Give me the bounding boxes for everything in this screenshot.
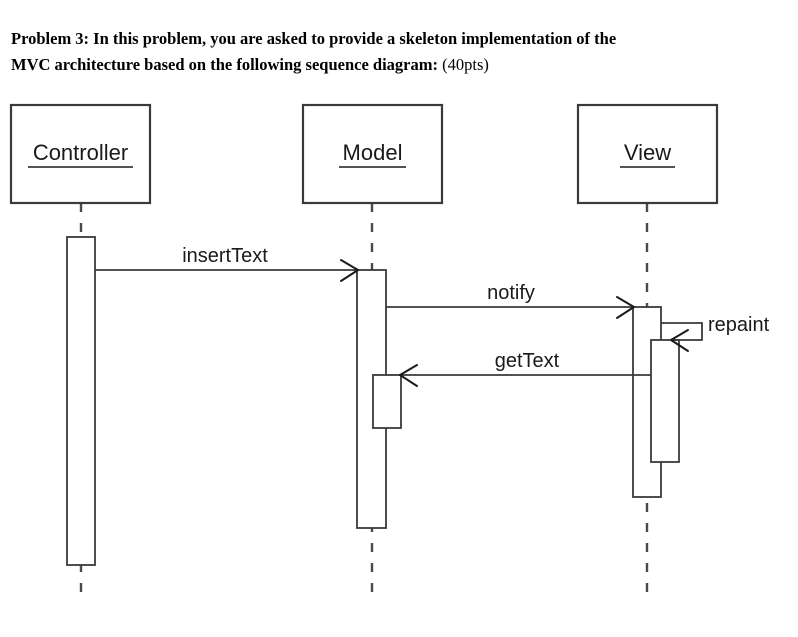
- problem-statement-line-1-text: Problem 3: In this problem, you are aske…: [11, 29, 617, 48]
- message-repaint-line: [661, 322, 703, 341]
- message-insert-text-label: insertText: [182, 245, 268, 267]
- activation-group: [66, 236, 680, 566]
- participant-box-model[interactable]: [301, 103, 444, 205]
- message-get-text[interactable]: getText: [399, 350, 651, 387]
- activation-bar-view-nested[interactable]: [650, 339, 680, 463]
- message-get-text-label: getText: [495, 350, 560, 372]
- problem-points: (40pts): [442, 55, 489, 74]
- participant-box-view[interactable]: [576, 103, 719, 205]
- message-repaint-label: repaint: [708, 314, 770, 336]
- problem-statement-line-2-text: MVC architecture based on the following …: [11, 55, 438, 74]
- participant-label-controller: Controller: [33, 140, 128, 165]
- message-insert-text-arrowhead: [340, 259, 359, 282]
- participant-view[interactable]: View: [576, 103, 719, 205]
- participant-box-controller[interactable]: [9, 103, 152, 205]
- message-repaint-arrowhead: [670, 329, 689, 352]
- activation-bar-model-nested[interactable]: [372, 374, 402, 429]
- participant-label-view: View: [624, 140, 671, 165]
- problem-statement: Problem 3: In this problem, you are aske…: [11, 26, 771, 78]
- problem-statement-line-2: MVC architecture based on the following …: [11, 52, 771, 78]
- message-repaint[interactable]: repaint: [661, 314, 770, 352]
- participant-model[interactable]: Model: [301, 103, 444, 205]
- message-notify-label: notify: [487, 282, 535, 304]
- activation-bar-controller[interactable]: [66, 236, 96, 566]
- message-insert-text[interactable]: insertText: [95, 245, 359, 282]
- problem-statement-line-1: Problem 3: In this problem, you are aske…: [11, 26, 771, 52]
- message-notify[interactable]: notify: [386, 282, 635, 319]
- message-notify-arrowhead: [616, 296, 635, 319]
- message-get-text-arrowhead: [399, 364, 418, 387]
- participant-controller[interactable]: Controller: [9, 103, 152, 205]
- participant-label-model: Model: [343, 140, 403, 165]
